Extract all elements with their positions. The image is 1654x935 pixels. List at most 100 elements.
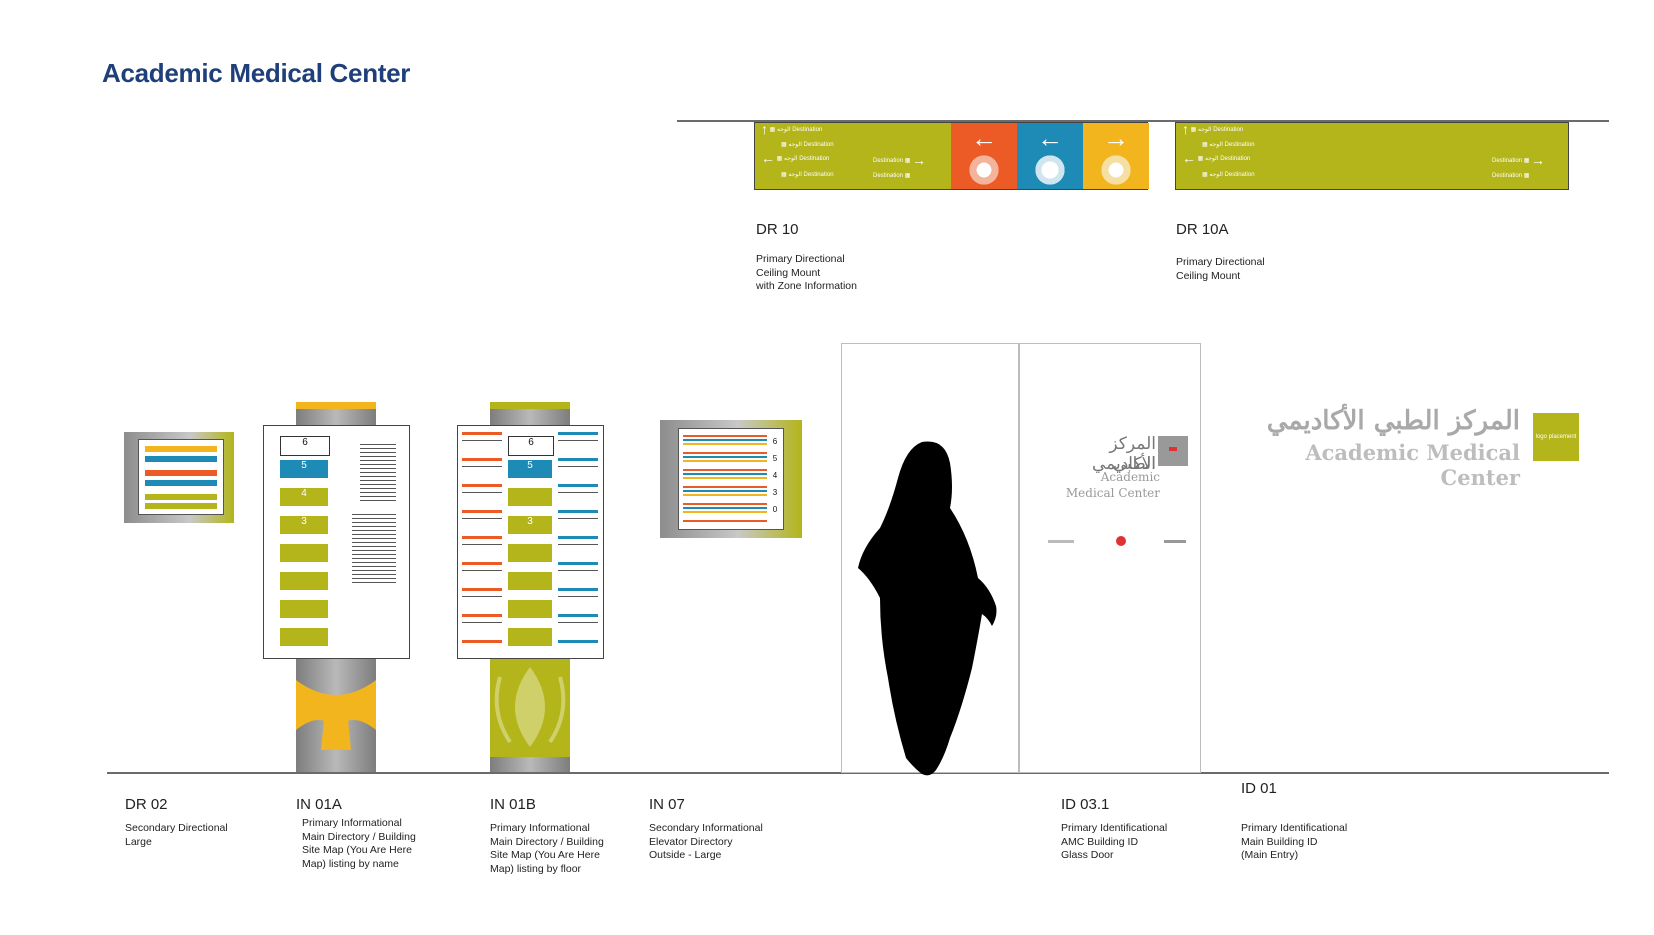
dr10a-row-right: Destination ▦ → xyxy=(1492,152,1546,168)
zone-flower-icon xyxy=(965,155,1003,185)
zone-orange: ← xyxy=(951,123,1017,189)
logo-placement-box: logo placement xyxy=(1533,413,1579,461)
zone-yellow: → xyxy=(1083,123,1149,189)
dr10a-sign: ↑ ▦ الوجه Destination ▦ الوجه Destinatio… xyxy=(1175,122,1569,190)
dr10-row-4: ▦ الوجه Destination xyxy=(781,171,834,178)
dr10a-dest-6: Destination xyxy=(1492,173,1523,179)
arrow-left-icon: ← xyxy=(1182,150,1196,166)
arrow-up-icon: ↑ xyxy=(761,121,768,137)
dr10a-dest-ar-4: الوجه xyxy=(1209,171,1223,178)
dr10-dest-6: Destination xyxy=(873,173,904,179)
floor-number: 4 xyxy=(301,488,307,499)
dr02-panel xyxy=(138,439,224,515)
dr10-row-up: ↑ ▦ الوجه Destination xyxy=(761,121,823,137)
person-silhouette xyxy=(858,441,997,776)
floor-number: 5 xyxy=(527,460,533,471)
in01a-panel: 6 5 4 3 xyxy=(263,425,410,659)
dr10a-dest-2: Destination xyxy=(1224,142,1255,148)
in01a-desc: Primary Informational Main Directory / B… xyxy=(302,817,416,870)
door-footer-left xyxy=(1048,540,1074,543)
in01b-code: IN 01B xyxy=(490,796,536,813)
door-logo-box xyxy=(1158,436,1188,466)
dr10a-dest-ar-2: الوجه xyxy=(1209,141,1223,148)
in01b-floor-5: 5 xyxy=(508,460,552,478)
arrow-right-icon: → xyxy=(1103,123,1129,153)
floor-number: 5 xyxy=(772,454,778,463)
arrow-right-icon: → xyxy=(1531,152,1546,168)
dr10a-dest-1: Destination xyxy=(1213,127,1244,134)
arrow-up-icon: ↑ xyxy=(1182,121,1189,137)
in07-desc: Secondary Informational Elevator Directo… xyxy=(649,822,763,861)
logo-placement-label: logo placement xyxy=(1535,434,1577,440)
in07-code: IN 07 xyxy=(649,796,685,813)
in01b-floor-3: 3 xyxy=(508,516,552,534)
dr10a-dest-4: Destination xyxy=(1224,172,1255,178)
in01b-floor-1 xyxy=(508,572,552,590)
floor-number: 5 xyxy=(301,460,307,471)
dr02-band-blue-2 xyxy=(145,480,217,486)
in01b-listing-right xyxy=(558,432,598,648)
in01b-ornament xyxy=(490,657,570,757)
floor-number: 6 xyxy=(528,437,534,448)
dr10-destination-panel: ↑ ▦ الوجه Destination ▦ الوجه Destinatio… xyxy=(755,121,951,189)
id01-code: ID 01 xyxy=(1241,780,1277,797)
dr10a-row-up: ↑ ▦ الوجه Destination xyxy=(1182,121,1244,137)
id01-desc: Primary Identificational Main Building I… xyxy=(1241,822,1348,861)
door-arabic-line1: المركز الطبي xyxy=(1109,434,1156,474)
in01a-floor-4: 4 xyxy=(280,488,328,506)
in01a-ornament xyxy=(296,680,376,750)
main-id-english: Academic Medical Center xyxy=(1305,440,1520,490)
dr10-dest-ar-4: الوجه xyxy=(788,171,802,178)
door-english-line2: Medical Center xyxy=(1065,486,1160,500)
id031-code: ID 03.1 xyxy=(1061,796,1110,813)
dr10-row-6: Destination ▦ xyxy=(873,173,911,179)
in01b-panel: 6 5 3 xyxy=(457,425,604,659)
in01a-cap xyxy=(296,402,376,409)
floor-number: 4 xyxy=(772,471,778,480)
door-english-line1: Academic xyxy=(1100,470,1160,484)
arrow-left-icon: ← xyxy=(971,123,997,153)
dr10-row-left: ← ▦ الوجه Destination xyxy=(761,150,830,166)
in07-panel: 6 5 4 3 0 xyxy=(678,428,784,530)
in01b-floor-stack: 6 5 3 xyxy=(508,436,554,646)
floor-number: 3 xyxy=(301,516,307,527)
id031-desc: Primary Identificational AMC Building ID… xyxy=(1061,822,1168,861)
door-logo-mark xyxy=(1169,447,1177,451)
page-title: Academic Medical Center xyxy=(102,58,411,88)
floor-number: 0 xyxy=(772,505,778,514)
dr02-band-blue xyxy=(145,456,217,462)
dr02-band-olive-2 xyxy=(145,503,217,509)
dr10-row-right: Destination ▦ → xyxy=(873,152,927,168)
dr10a-dest-ar-1: الوجه xyxy=(1198,126,1212,134)
door-footer-emblem xyxy=(1116,536,1126,546)
in01b-listing-left xyxy=(462,432,502,648)
in01a-floor-2 xyxy=(280,544,328,562)
dr10-dest-ar-2: الوجه xyxy=(788,141,802,148)
dr10-sign: ↑ ▦ الوجه Destination ▦ الوجه Destinatio… xyxy=(754,121,1149,190)
dr10-dest-2: Destination xyxy=(803,142,834,148)
floor-number: 6 xyxy=(772,437,778,446)
in01b-desc: Primary Informational Main Directory / B… xyxy=(490,822,604,875)
dr10-dest-5: Destination xyxy=(873,158,904,165)
dr10-dest-ar-1: الوجه xyxy=(777,126,791,134)
dr10a-dest-5: Destination xyxy=(1492,158,1523,165)
main-id-arabic: المركز الطبي الأكاديمي xyxy=(1266,406,1520,436)
dr02-band-yellow xyxy=(145,446,217,452)
dr10-row-2: ▦ الوجه Destination xyxy=(781,141,834,148)
in07-floor-numbers: 6 5 4 3 0 xyxy=(769,433,781,518)
dr10-dest-ar-3: الوجه xyxy=(784,155,798,163)
dr10-dest-3: Destination xyxy=(799,156,830,163)
ceiling-line xyxy=(677,120,1609,122)
glass-door-right: المركز الطبي الأكاديمي Academic Medical … xyxy=(1019,343,1201,773)
in01a-floor-6: 6 xyxy=(280,436,330,456)
dr10a-row-2: ▦ الوجه Destination xyxy=(1202,141,1255,148)
in01a-listing xyxy=(360,444,396,504)
dr10a-desc: Primary Directional Ceiling Mount xyxy=(1176,256,1265,282)
in01a-floor-g xyxy=(280,600,328,618)
in01b-floor-6: 6 xyxy=(508,436,554,456)
dr10-dest-1: Destination xyxy=(792,127,823,134)
in07-sign: 6 5 4 3 0 xyxy=(660,420,802,538)
arrow-left-icon: ← xyxy=(761,150,775,166)
dr02-desc: Secondary Directional Large xyxy=(125,822,228,848)
in01a-floor-3: 3 xyxy=(280,516,328,534)
